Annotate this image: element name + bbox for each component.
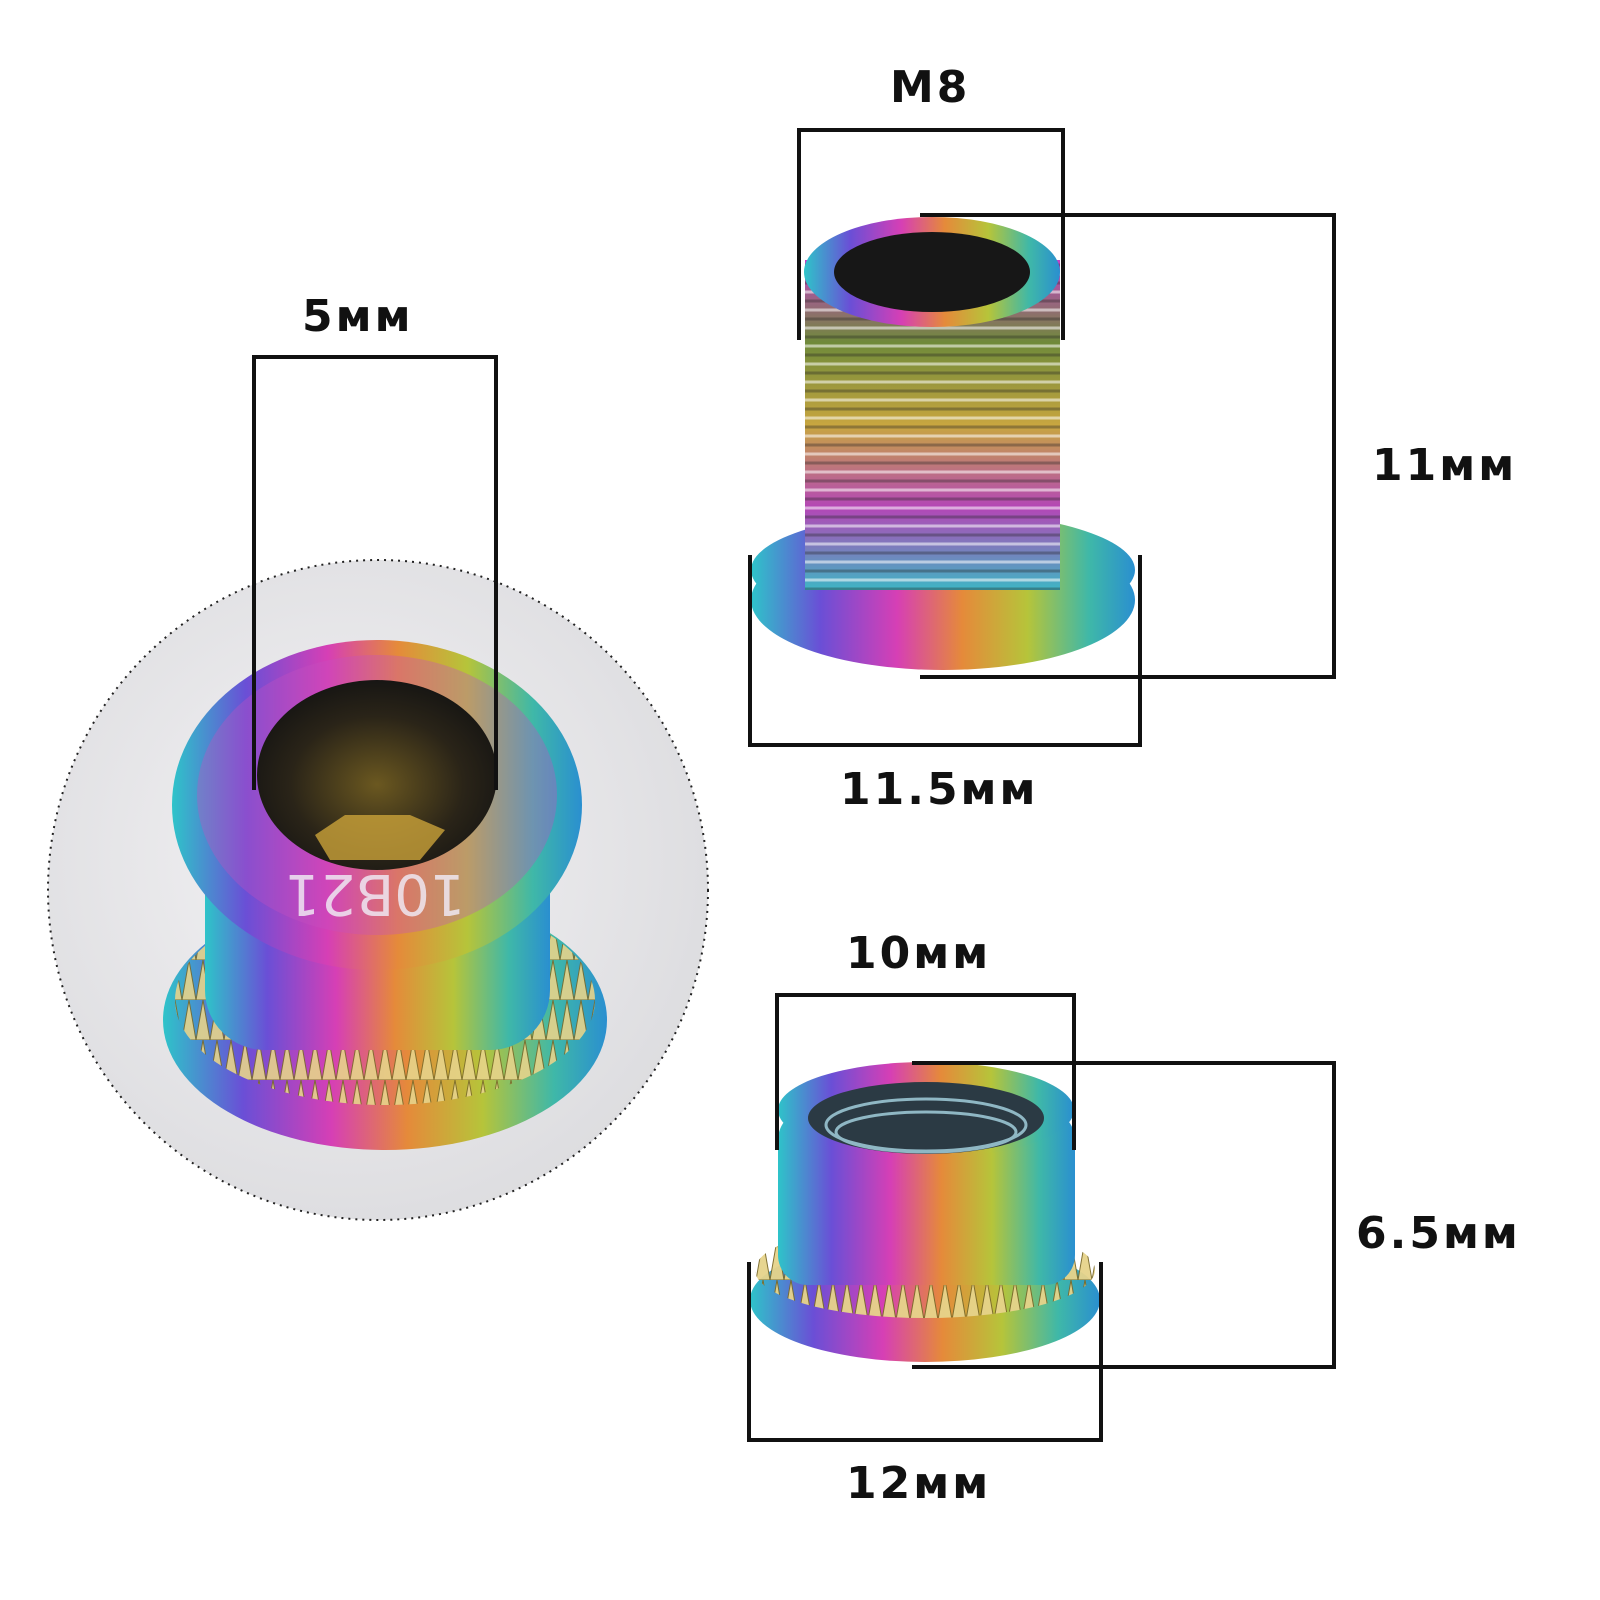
thread-size-label: M8 — [890, 62, 971, 113]
nut-body — [778, 1110, 1075, 1285]
threaded-bolt-side-view — [751, 217, 1135, 670]
nut-height-label: 6.5мм — [1356, 1208, 1521, 1259]
hex-width-label: 5мм — [302, 291, 414, 342]
dim-line-hex-width — [252, 355, 498, 790]
dim-line-nut-flange — [747, 1262, 1103, 1442]
dim-line-nut-height — [912, 1061, 1336, 1369]
nut-body-width-label: 10мм — [846, 928, 992, 979]
dotted-outline — [47, 559, 709, 1221]
dim-line-bolt-flange — [748, 555, 1142, 747]
nut-side-view — [750, 1062, 1100, 1362]
dim-line-nut-body — [775, 993, 1076, 1150]
bolt-marking: 10B21 — [285, 861, 466, 926]
dim-line-thread-size — [797, 128, 1065, 340]
bolt-top-view: 10B21 — [47, 559, 709, 1221]
bolt-length-label: 11мм — [1372, 440, 1518, 491]
dim-line-bolt-length — [920, 213, 1336, 679]
bolt-flange-width-label: 11.5мм — [840, 764, 1039, 815]
nut-flange-width-label: 12мм — [846, 1458, 992, 1509]
hex-socket — [257, 680, 497, 870]
